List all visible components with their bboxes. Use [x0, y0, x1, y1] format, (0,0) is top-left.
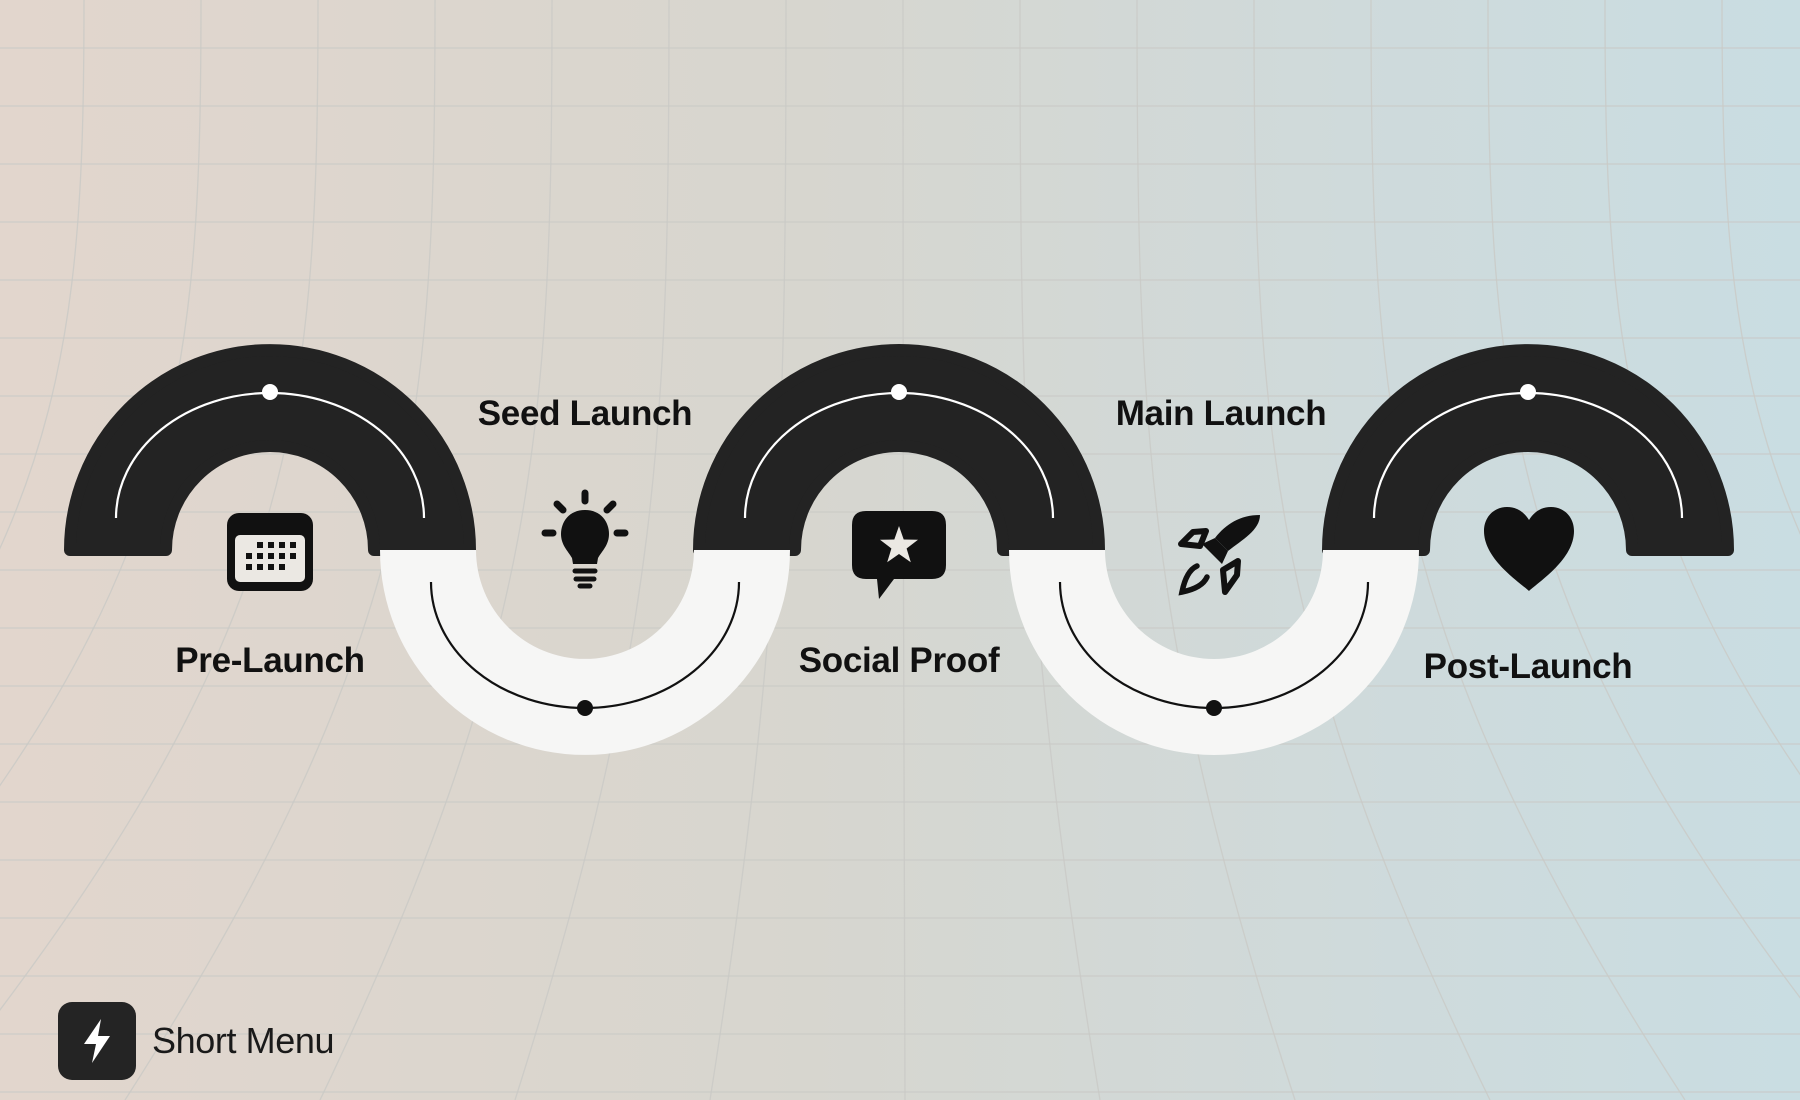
lightbulb-icon: [540, 488, 630, 590]
heart-icon: [1484, 507, 1574, 591]
brand: Short Menu: [58, 1002, 335, 1080]
stage-label-seed-launch: Seed Launch: [477, 394, 693, 433]
marker-dot-pre-launch: [262, 384, 278, 400]
arch-seed-launch: [380, 550, 790, 755]
marker-dot-seed-launch: [577, 700, 593, 716]
arch-pre-launch: [64, 344, 476, 556]
stage-label-main-launch: Main Launch: [1115, 394, 1327, 433]
marker-dot-main-launch: [1206, 700, 1222, 716]
arch-main-launch: [1009, 550, 1419, 755]
stage-label-social-proof: Social Proof: [798, 641, 1000, 680]
brand-name: Short Menu: [152, 1020, 335, 1061]
star-speech-bubble-icon: [852, 511, 946, 599]
marker-dot-social-proof: [891, 384, 907, 400]
calendar-icon: [227, 513, 313, 591]
marker-dot-post-launch: [1520, 384, 1536, 400]
rocket-icon: [1178, 512, 1264, 598]
lightning-bolt-icon: [58, 1002, 136, 1080]
arch-post-launch: [1322, 344, 1734, 556]
arch-social-proof: [693, 344, 1105, 556]
stage-label-post-launch: Post-Launch: [1423, 647, 1633, 686]
stage-label-pre-launch: Pre-Launch: [175, 641, 365, 680]
